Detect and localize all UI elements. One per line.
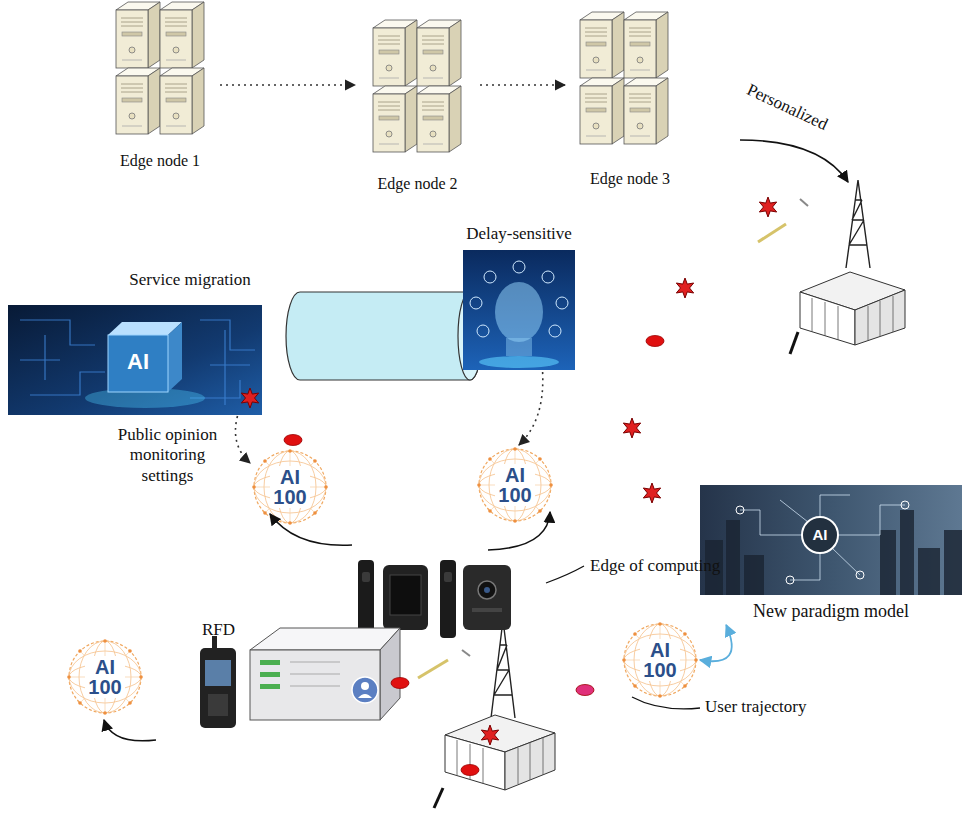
base-station bbox=[418, 620, 555, 808]
node-label: AI 100 bbox=[270, 467, 310, 507]
text-block: Service migration bbox=[129, 270, 250, 290]
connector-arrow bbox=[700, 625, 732, 661]
node-label: Edge node 2 bbox=[378, 174, 458, 193]
server-cluster bbox=[116, 2, 668, 152]
connector-arrow bbox=[519, 372, 543, 445]
text-block: AI 100 bbox=[270, 466, 310, 508]
connector-arrow bbox=[480, 84, 565, 86]
text-block: AI 100 bbox=[640, 639, 680, 681]
server-box bbox=[250, 628, 400, 720]
flow-arrow bbox=[104, 140, 848, 741]
text-block: New paradigm model bbox=[753, 601, 909, 623]
node-caption: Public opinion monitoring settings bbox=[110, 425, 225, 486]
pipe-cylinder bbox=[286, 292, 482, 380]
node-label: Edge node 3 bbox=[590, 169, 670, 188]
radio-device bbox=[200, 636, 236, 728]
image-panel: New paradigm model bbox=[700, 485, 962, 625]
connector-arrow bbox=[235, 416, 250, 463]
callout-label: Edge of computing bbox=[590, 556, 720, 576]
text-block: Edge node 2 bbox=[378, 174, 458, 193]
body-camera bbox=[358, 560, 511, 638]
ai-globe-node: AI 100 bbox=[250, 447, 330, 527]
chip-text: AI bbox=[108, 349, 168, 375]
text-block: Delay-sensitive bbox=[466, 224, 572, 244]
text-block: Edge node 1 bbox=[120, 151, 200, 170]
node-label: Service migration bbox=[129, 270, 250, 290]
dot-marker bbox=[284, 336, 664, 776]
connector-arrow bbox=[220, 84, 355, 86]
text-block: Edge node 3 bbox=[590, 169, 670, 188]
arrow-label: Personalized bbox=[743, 80, 830, 135]
text-block: AI 100 bbox=[495, 464, 535, 506]
ai-globe-node: AI 100 bbox=[65, 637, 145, 717]
node-label: Delay-sensitive bbox=[466, 224, 572, 244]
node-label: Edge node 1 bbox=[120, 151, 200, 170]
delay-sensitive-image bbox=[463, 250, 575, 370]
device-label: RFD bbox=[202, 620, 235, 640]
new-paradigm-image bbox=[700, 485, 962, 595]
node-label: AI 100 bbox=[495, 465, 535, 505]
leader-line bbox=[546, 566, 700, 709]
callout-label: User trajectory bbox=[705, 697, 806, 717]
base-station bbox=[758, 180, 905, 354]
edge-server-node: Edge node 2 bbox=[355, 15, 480, 195]
star-marker bbox=[241, 197, 776, 745]
ai-globe-node: AI 100 bbox=[620, 620, 700, 700]
node-label: AI 100 bbox=[85, 657, 125, 697]
image-panel: Service migration bbox=[8, 268, 263, 416]
node-label: AI 100 bbox=[640, 640, 680, 680]
edge-server-node: Edge node 1 bbox=[100, 0, 220, 172]
image-panel: Delay-sensitive bbox=[460, 222, 578, 372]
ai-globe bbox=[67, 447, 698, 715]
node-label: New paradigm model bbox=[753, 601, 909, 623]
edge-server-node: Edge node 3 bbox=[565, 8, 695, 190]
ai-globe-node: AI 100 bbox=[475, 445, 555, 525]
icon-text: AI bbox=[800, 526, 840, 544]
service-migration-image bbox=[8, 305, 262, 415]
text-block: AI 100 bbox=[85, 656, 125, 698]
